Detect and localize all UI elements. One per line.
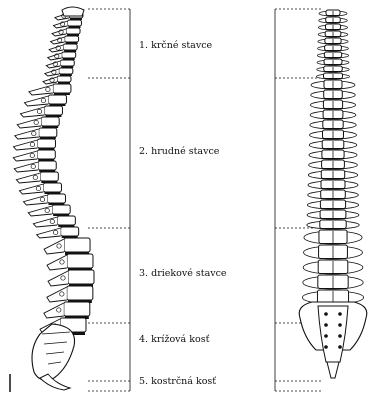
- spinous-process: [28, 206, 52, 216]
- spinous-process: [20, 107, 44, 117]
- coccyx-front: [327, 362, 339, 378]
- vertebra-body: [67, 20, 81, 26]
- vertebra-body: [68, 270, 94, 284]
- spine-side-view: [13, 7, 94, 390]
- sacral-foramen: [324, 323, 328, 327]
- vertebra-body: [47, 194, 65, 203]
- vertebra-body: [39, 128, 57, 137]
- vertebra-body: [67, 286, 93, 300]
- sacral-foramen: [338, 345, 342, 349]
- spinous-process: [37, 228, 61, 238]
- vertebra-body: [57, 76, 71, 82]
- sacral-foramen: [338, 323, 342, 327]
- spinous-process: [15, 129, 39, 139]
- label-cervical-vertebrae: 1. krčné stavce: [138, 40, 213, 51]
- spinous-process: [23, 195, 47, 205]
- spine-front-view: [299, 10, 367, 378]
- vertebra-body: [67, 254, 93, 268]
- atlas-vertebra: [62, 7, 84, 16]
- vertebra-body: [44, 106, 62, 115]
- sacrum-front: [318, 306, 348, 362]
- vertebra-body: [62, 52, 76, 58]
- label-thoracic-vertebrae: 2. hrudné stavce: [138, 146, 220, 157]
- vertebra-body: [38, 161, 56, 170]
- spinous-process: [13, 151, 37, 161]
- sacral-foramen: [338, 312, 342, 316]
- spinous-process: [29, 85, 53, 95]
- vertebra-body: [48, 95, 66, 104]
- sacral-foramen: [324, 312, 328, 316]
- vertebra-body: [65, 36, 79, 42]
- vertebra-body: [37, 139, 55, 148]
- vertebra-body: [63, 44, 77, 50]
- vertebra-body: [59, 68, 73, 74]
- vertebra-body: [57, 216, 75, 225]
- spinous-process: [33, 217, 57, 227]
- spinous-process: [16, 173, 40, 183]
- spinous-process: [24, 96, 48, 106]
- sacral-foramen: [324, 334, 328, 338]
- spinous-process: [17, 118, 41, 128]
- spinous-process: [19, 184, 43, 194]
- sacral-foramen: [324, 345, 328, 349]
- sacral-foramen: [338, 334, 342, 338]
- vertebra-body: [61, 227, 79, 236]
- spinous-process: [13, 140, 37, 150]
- spinous-process: [14, 162, 38, 172]
- vertebra-body: [64, 302, 90, 316]
- vertebra-body: [37, 150, 55, 159]
- vertebra-body: [53, 84, 71, 93]
- label-lumbar-vertebrae: 3. driekové stavce: [138, 268, 228, 279]
- label-coccyx: 5. kostrčná kosť: [138, 376, 217, 387]
- vertebra-body: [60, 60, 74, 66]
- vertebra-body: [64, 238, 90, 252]
- vertebra-body: [41, 117, 59, 126]
- vertebra-body: [40, 172, 58, 181]
- label-sacrum: 4. krížová kosť: [138, 334, 210, 345]
- vertebra-body: [43, 183, 61, 192]
- vertebra-body: [52, 205, 70, 214]
- vertebra-body: [66, 28, 80, 34]
